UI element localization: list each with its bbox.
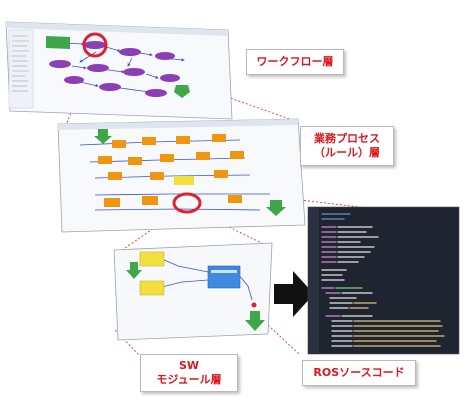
right-arrow-icon xyxy=(274,271,314,317)
down-arrow-icon xyxy=(94,129,112,144)
ros-source-code-label-text: ROSソースコード xyxy=(313,366,405,380)
down-arrow-icon xyxy=(126,262,142,279)
sw-module-line2: モジュール層 xyxy=(156,373,222,386)
business-process-line1: 業務プロセス xyxy=(314,132,380,146)
business-process-line2: （ルール）層 xyxy=(314,146,380,159)
business-process-layer-panel xyxy=(57,118,306,233)
highlight-ring-icon xyxy=(172,192,202,214)
layer-connector-lines xyxy=(61,49,386,357)
sw-module-line1: SW xyxy=(178,359,200,373)
process-nodes xyxy=(98,134,244,207)
start-node xyxy=(46,36,70,49)
workflow-nodes xyxy=(49,41,180,97)
down-arrow-icon xyxy=(245,311,265,331)
highlight-ring-icon xyxy=(82,32,108,58)
ros-source-code-label: ROSソースコード xyxy=(302,360,416,386)
ros-source-code-panel xyxy=(307,206,460,355)
end-node xyxy=(174,85,190,98)
module-node xyxy=(139,251,165,267)
down-arrow-icon xyxy=(266,200,286,216)
workflow-layer-panel xyxy=(5,21,233,120)
workflow-layer-label: ワークフロー層 xyxy=(246,49,344,75)
module-node xyxy=(174,176,194,185)
workflow-layer-label-text: ワークフロー層 xyxy=(256,55,334,69)
module-node xyxy=(207,265,241,289)
sw-module-layer-panel xyxy=(113,242,273,341)
business-process-layer-label: 業務プロセス （ルール）層 xyxy=(300,126,394,166)
sw-module-layer-label: SW モジュール層 xyxy=(140,354,238,392)
module-node xyxy=(139,280,165,296)
